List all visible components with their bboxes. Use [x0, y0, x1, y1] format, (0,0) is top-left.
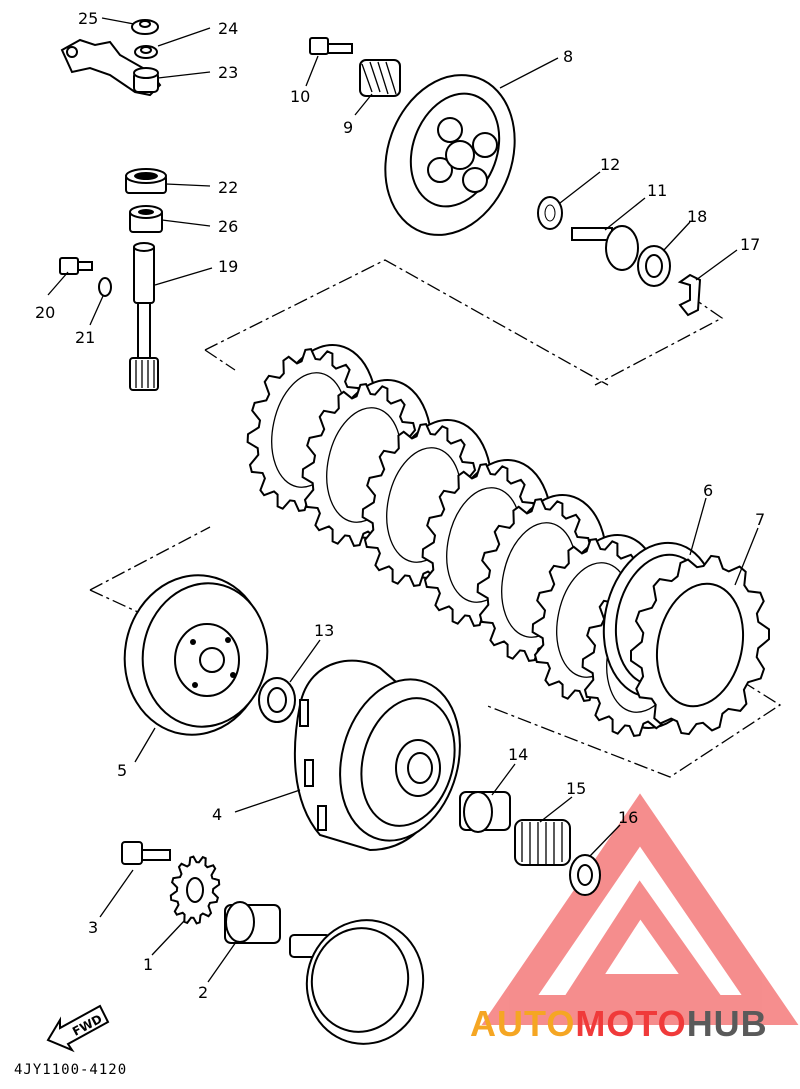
callout-13: 13 — [314, 621, 334, 640]
watermark-text: AUTOMOTOHUB — [470, 1003, 768, 1044]
callout-22: 22 — [218, 178, 238, 197]
friction-plate-7-inner — [655, 582, 745, 708]
callout-15: 15 — [566, 779, 586, 798]
thrust-washer-13 — [258, 677, 296, 723]
callout-labels: 25 24 23 22 26 19 20 21 10 9 8 12 11 18 … — [35, 9, 765, 1002]
spring-9 — [359, 59, 401, 97]
washer-21 — [98, 277, 112, 297]
friction-plate-7 — [630, 554, 770, 736]
watermark-logo-mark — [481, 793, 799, 1025]
callout-24: 24 — [218, 19, 238, 38]
callout-10: 10 — [290, 87, 310, 106]
pressure-plate-8 — [384, 74, 516, 236]
watermark-hub: HUB — [687, 1003, 768, 1044]
bearing-18 — [637, 245, 671, 287]
callout-12: 12 — [600, 155, 620, 174]
push-rod-19 — [129, 242, 159, 391]
watermark-auto: AUTO — [470, 1003, 575, 1044]
circlip-17 — [677, 273, 702, 317]
starter-assembly — [289, 919, 425, 1045]
callout-25: 25 — [78, 9, 98, 28]
collar-26 — [129, 205, 163, 233]
clutch-housing-4 — [293, 659, 461, 852]
callout-7: 7 — [755, 510, 765, 529]
collar-2 — [224, 901, 281, 944]
primary-drive-gear-1 — [169, 855, 221, 925]
callout-23: 23 — [218, 63, 238, 82]
callout-21: 21 — [75, 328, 95, 347]
callout-3: 3 — [88, 918, 98, 937]
callout-26: 26 — [218, 217, 238, 236]
callout-16: 16 — [618, 808, 638, 827]
callout-9: 9 — [343, 118, 353, 137]
callout-5: 5 — [117, 761, 127, 780]
callout-4: 4 — [212, 805, 222, 824]
thrust-washer-16 — [569, 854, 601, 896]
watermark-moto: MOTO — [575, 1003, 686, 1044]
bolt-3 — [121, 841, 171, 865]
bearing-22 — [125, 168, 167, 194]
callout-1: 1 — [143, 955, 153, 974]
bolt-10 — [309, 37, 353, 55]
push-rod-11 — [571, 225, 639, 271]
callout-17: 17 — [740, 235, 760, 254]
leader-lines — [47, 17, 759, 983]
bolt-20 — [59, 257, 93, 275]
fwd-arrow-icon: FWD — [46, 1004, 110, 1053]
spacer-14 — [459, 791, 511, 833]
callout-6: 6 — [703, 481, 713, 500]
plate-assembly-box — [204, 259, 724, 386]
callout-2: 2 — [198, 983, 208, 1002]
callout-8: 8 — [563, 47, 573, 66]
callout-11: 11 — [647, 181, 667, 200]
primary-driven-gear-5 — [123, 574, 269, 736]
callout-14: 14 — [508, 745, 528, 764]
oil-seal-12 — [537, 196, 563, 230]
callout-19: 19 — [218, 257, 238, 276]
needle-bearing-15 — [514, 819, 571, 866]
callout-18: 18 — [687, 207, 707, 226]
push-lever-assembly — [60, 19, 162, 97]
gear-1-bore — [186, 877, 204, 903]
callout-20: 20 — [35, 303, 55, 322]
drawing-code: 4JY1100-4120 — [14, 1062, 127, 1078]
hub-assembly-box — [89, 526, 782, 778]
